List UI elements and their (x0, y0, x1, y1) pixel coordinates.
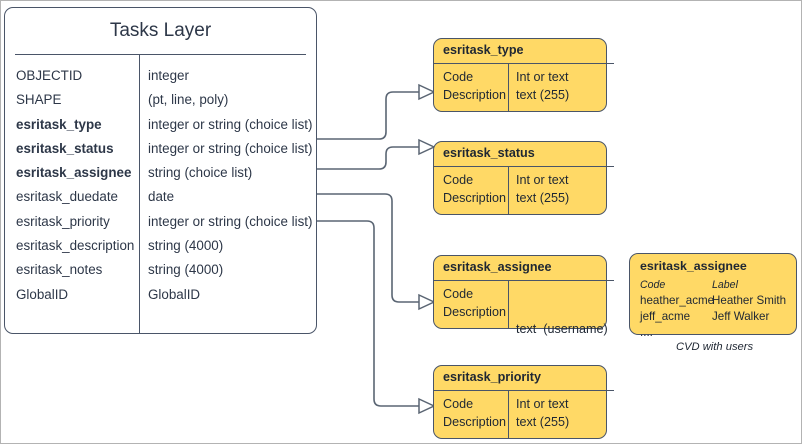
field-name: esritask_assignee (16, 165, 132, 181)
choice-list-esritask-priority[interactable]: esritask_priority Code Description Int o… (433, 365, 614, 439)
cvd-label-cell: Heather Smith (712, 294, 787, 307)
cvd-label-column: Label Heather Smith Jeff Walker (712, 277, 786, 325)
field-type: string (4000) (148, 238, 224, 254)
cvd-code-header: Code (640, 279, 666, 291)
field-type: integer or string (choice list) (148, 140, 313, 156)
choice-list-cell: text (255) (516, 87, 570, 102)
cvd-code-cell: .... (640, 326, 653, 339)
choice-list-cell: text (username) (516, 322, 608, 336)
choice-list-cell: Description (443, 190, 506, 205)
cvd-label-cell: Jeff Walker (712, 310, 770, 323)
entity-field-name-column: OBJECTID SHAPE esritask_type esritask_st… (16, 64, 136, 307)
choice-list-code-column: Code Description (443, 286, 506, 321)
choice-list-esritask-assignee[interactable]: esritask_assignee Code Description text … (433, 255, 614, 389)
field-type: integer or string (choice list) (148, 116, 313, 132)
choice-list-esritask-status[interactable]: esritask_status Code Description Int or … (433, 141, 614, 215)
choice-list-title: esritask_type (443, 43, 524, 57)
entity-field-type-column: integer (pt, line, poly) integer or stri… (148, 64, 316, 307)
choice-list-column-divider (508, 166, 509, 214)
choice-list-type-column: Int or text text (255) (516, 396, 569, 431)
field-type: date (148, 189, 175, 205)
choice-list-header-divider (434, 63, 614, 64)
field-type: string (choice list) (148, 165, 253, 181)
choice-list-title: esritask_priority (443, 370, 542, 384)
choice-list-header-divider (434, 280, 614, 281)
choice-list-cell: Description (443, 414, 506, 429)
choice-list-cell: Code (443, 287, 474, 301)
arrowhead-priority (418, 397, 436, 415)
field-name: OBJECTID (16, 68, 83, 83)
choice-list-type-column: Int or text text (255) (516, 172, 569, 207)
arrowhead-assignee (418, 293, 436, 311)
cvd-title: esritask_assignee (640, 259, 747, 273)
connector-assignee (317, 193, 419, 303)
choice-list-column-divider (508, 390, 509, 438)
field-name: esritask_duedate (16, 189, 118, 205)
arrowhead-status (418, 138, 436, 156)
field-name: esritask_status (16, 140, 114, 156)
choice-list-cell: Code (443, 173, 474, 187)
cvd-code-column: Code heather_acme jeff_acme .... (640, 277, 714, 341)
entity-title: Tasks Layer (109, 20, 212, 41)
choice-list-code-column: Code Description (443, 172, 506, 207)
cvd-users-box[interactable]: esritask_assignee Code heather_acme jeff… (629, 253, 797, 339)
choice-list-title: esritask_assignee (443, 260, 552, 274)
field-type: integer (148, 68, 189, 83)
cvd-caption: CVD with users (676, 341, 754, 353)
cvd-label-header: Label (712, 279, 738, 291)
choice-list-header-divider (434, 390, 614, 391)
field-name: esritask_priority (16, 213, 110, 229)
field-type: integer or string (choice list) (148, 213, 313, 229)
entity-header-divider (15, 54, 306, 55)
field-name: esritask_type (16, 116, 102, 132)
choice-list-cell: Int or text (516, 173, 569, 187)
choice-list-type-column: Int or text text (255) (516, 69, 569, 104)
choice-list-esritask-type[interactable]: esritask_type Code Description Int or te… (433, 38, 614, 112)
entity-column-divider (139, 54, 140, 333)
choice-list-title: esritask_status (443, 146, 535, 160)
choice-list-cell: Code (443, 70, 474, 84)
choice-list-cell: Description (443, 304, 506, 319)
choice-list-column-divider (508, 280, 509, 328)
connector-type (317, 91, 419, 140)
connector-priority (317, 220, 419, 407)
cvd-code-cell: jeff_acme (640, 310, 691, 323)
choice-list-cell: Int or text (516, 70, 569, 84)
field-type: string (4000) (148, 262, 224, 278)
arrowhead-type (418, 83, 436, 101)
field-name: SHAPE (16, 92, 62, 108)
choice-list-cell: Description (443, 87, 506, 102)
field-name: esritask_description (16, 238, 135, 254)
choice-list-code-column: Code Description (443, 396, 506, 431)
choice-list-code-column: Code Description (443, 69, 506, 104)
choice-list-cell: text (255) (516, 414, 570, 429)
cvd-code-cell: heather_acme (640, 294, 715, 307)
choice-list-cell: text (255) (516, 190, 570, 205)
field-name: esritask_notes (16, 262, 103, 278)
field-type: GlobalID (148, 286, 201, 302)
choice-list-cell: Int or text (516, 397, 569, 411)
entity-tasks-layer[interactable]: Tasks Layer OBJECTID SHAPE esritask_type… (4, 7, 317, 334)
choice-list-header-divider (434, 166, 614, 167)
connector-status (317, 146, 419, 170)
choice-list-column-divider (508, 63, 509, 111)
field-type: (pt, line, poly) (148, 92, 229, 108)
field-name: GlobalID (16, 286, 69, 302)
choice-list-cell: Code (443, 397, 474, 411)
